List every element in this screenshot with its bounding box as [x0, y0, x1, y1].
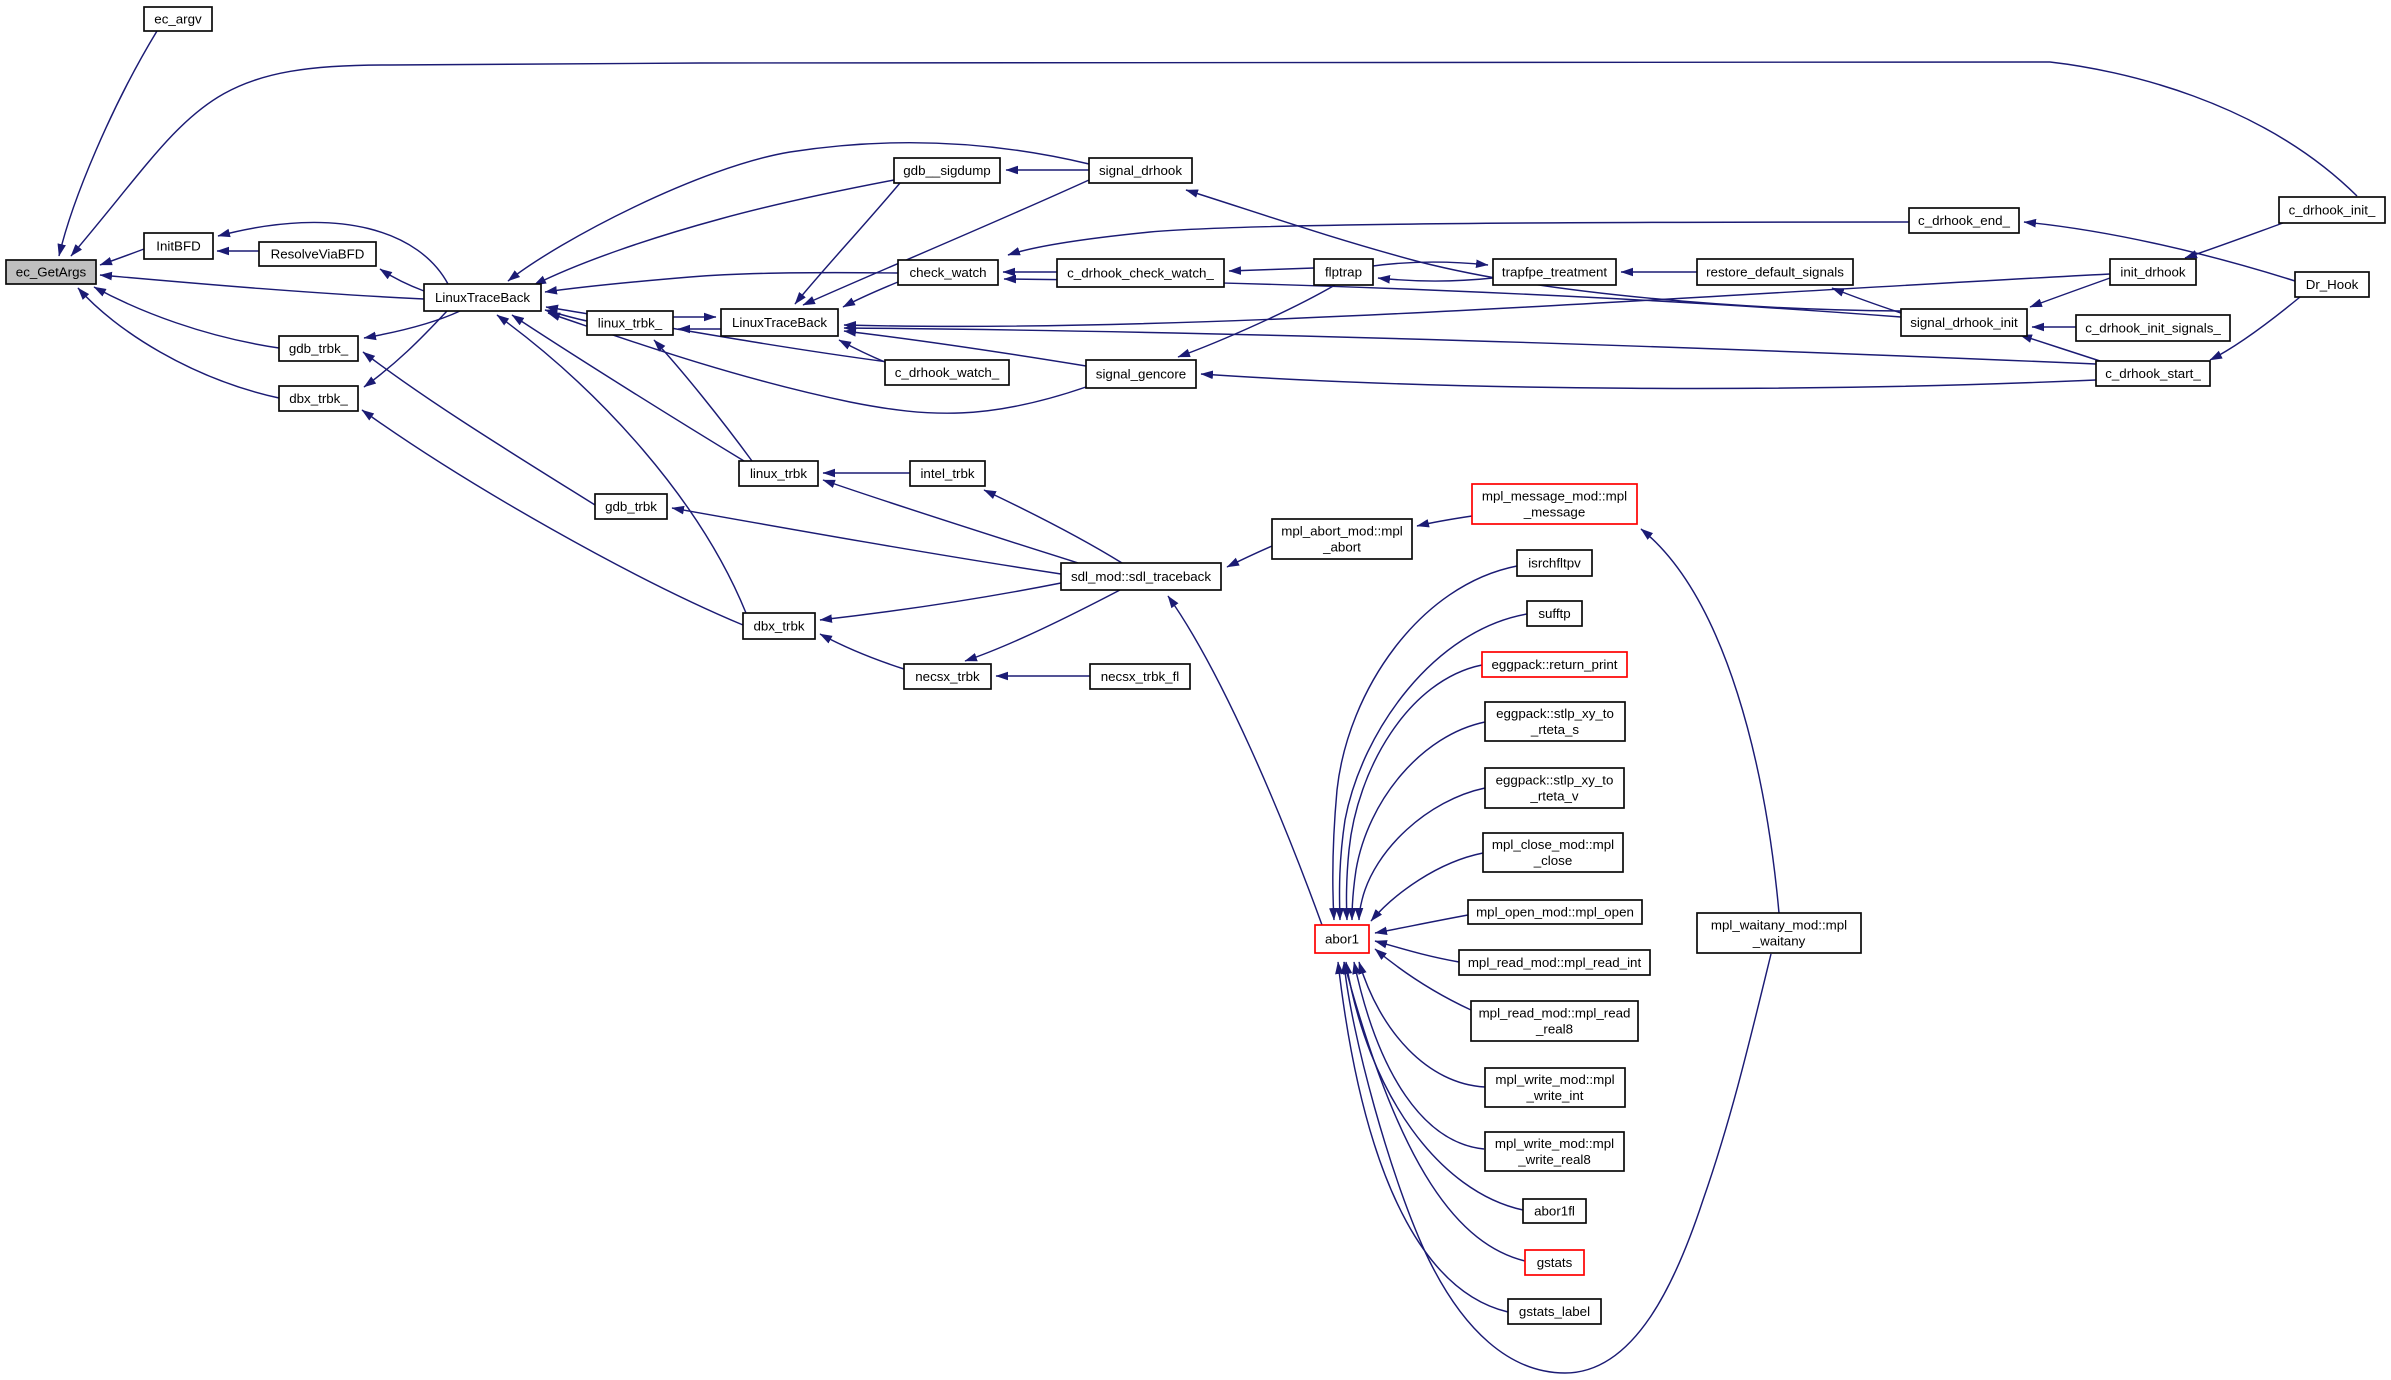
svg-text:LinuxTraceBack: LinuxTraceBack	[435, 290, 530, 305]
svg-text:gdb__sigdump: gdb__sigdump	[903, 163, 990, 178]
svg-text:mpl_waitany_mod::mpl: mpl_waitany_mod::mpl	[1711, 918, 1847, 933]
svg-text:_write_int: _write_int	[1525, 1088, 1583, 1103]
svg-text:eggpack::stlp_xy_to: eggpack::stlp_xy_to	[1496, 706, 1614, 721]
svg-text:c_drhook_check_watch_: c_drhook_check_watch_	[1067, 266, 1214, 281]
svg-text:gstats: gstats	[1537, 1255, 1573, 1270]
svg-text:InitBFD: InitBFD	[156, 239, 200, 254]
svg-text:ec_GetArgs: ec_GetArgs	[16, 265, 87, 280]
svg-text:signal_gencore: signal_gencore	[1096, 367, 1186, 382]
svg-text:eggpack::stlp_xy_to: eggpack::stlp_xy_to	[1496, 773, 1614, 788]
svg-text:mpl_message_mod::mpl: mpl_message_mod::mpl	[1482, 489, 1627, 504]
svg-text:trapfpe_treatment: trapfpe_treatment	[1502, 265, 1608, 280]
svg-text:intel_trbk: intel_trbk	[920, 466, 974, 481]
svg-text:eggpack::return_print: eggpack::return_print	[1492, 657, 1618, 672]
svg-text:_message: _message	[1523, 505, 1586, 520]
svg-text:ec_argv: ec_argv	[154, 12, 202, 27]
svg-text:mpl_read_mod::mpl_read: mpl_read_mod::mpl_read	[1479, 1006, 1631, 1021]
svg-text:signal_drhook_init: signal_drhook_init	[1910, 315, 2018, 330]
svg-text:c_drhook_init_signals_: c_drhook_init_signals_	[2085, 321, 2221, 336]
svg-text:signal_drhook: signal_drhook	[1099, 163, 1182, 178]
svg-text:_abort: _abort	[1322, 540, 1361, 555]
svg-text:sufftp: sufftp	[1538, 606, 1570, 621]
svg-text:mpl_open_mod::mpl_open: mpl_open_mod::mpl_open	[1476, 905, 1634, 920]
svg-text:_waitany: _waitany	[1752, 934, 1806, 949]
svg-text:abor1fl: abor1fl	[1534, 1204, 1575, 1219]
svg-text:mpl_close_mod::mpl: mpl_close_mod::mpl	[1492, 837, 1614, 852]
svg-text:gdb_trbk_: gdb_trbk_	[289, 341, 349, 356]
svg-text:c_drhook_watch_: c_drhook_watch_	[895, 365, 1000, 380]
svg-text:dbx_trbk: dbx_trbk	[753, 619, 804, 634]
svg-text:gstats_label: gstats_label	[1519, 1304, 1590, 1319]
svg-text:abor1: abor1	[1325, 932, 1359, 947]
svg-text:c_drhook_start_: c_drhook_start_	[2105, 366, 2201, 381]
svg-text:_close: _close	[1533, 853, 1573, 868]
svg-text:flptrap: flptrap	[1325, 265, 1362, 280]
svg-text:gdb_trbk: gdb_trbk	[605, 499, 657, 514]
svg-text:check_watch: check_watch	[909, 265, 986, 280]
svg-text:linux_trbk_: linux_trbk_	[598, 316, 663, 331]
svg-text:dbx_trbk_: dbx_trbk_	[289, 391, 348, 406]
svg-text:ResolveViaBFD: ResolveViaBFD	[271, 247, 365, 262]
svg-text:restore_default_signals: restore_default_signals	[1706, 265, 1844, 280]
svg-text:LinuxTraceBack: LinuxTraceBack	[732, 315, 827, 330]
svg-text:necsx_trbk: necsx_trbk	[915, 669, 980, 684]
svg-text:linux_trbk: linux_trbk	[750, 466, 807, 481]
svg-text:necsx_trbk_fl: necsx_trbk_fl	[1101, 669, 1180, 684]
svg-text:_write_real8: _write_real8	[1517, 1152, 1591, 1167]
svg-text:sdl_mod::sdl_traceback: sdl_mod::sdl_traceback	[1071, 569, 1211, 584]
svg-text:init_drhook: init_drhook	[2120, 265, 2186, 280]
svg-text:_real8: _real8	[1535, 1022, 1573, 1037]
svg-text:mpl_read_mod::mpl_read_int: mpl_read_mod::mpl_read_int	[1468, 955, 1642, 970]
svg-text:Dr_Hook: Dr_Hook	[2306, 277, 2359, 292]
svg-text:c_drhook_init_: c_drhook_init_	[2289, 203, 2376, 218]
svg-text:_rteta_s: _rteta_s	[1530, 722, 1579, 737]
svg-text:mpl_abort_mod::mpl: mpl_abort_mod::mpl	[1281, 524, 1403, 539]
svg-text:mpl_write_mod::mpl: mpl_write_mod::mpl	[1495, 1072, 1614, 1087]
svg-text:isrchfltpv: isrchfltpv	[1528, 556, 1581, 571]
svg-text:c_drhook_end_: c_drhook_end_	[1918, 213, 2010, 228]
svg-text:_rteta_v: _rteta_v	[1529, 789, 1578, 804]
svg-text:mpl_write_mod::mpl: mpl_write_mod::mpl	[1495, 1136, 1614, 1151]
